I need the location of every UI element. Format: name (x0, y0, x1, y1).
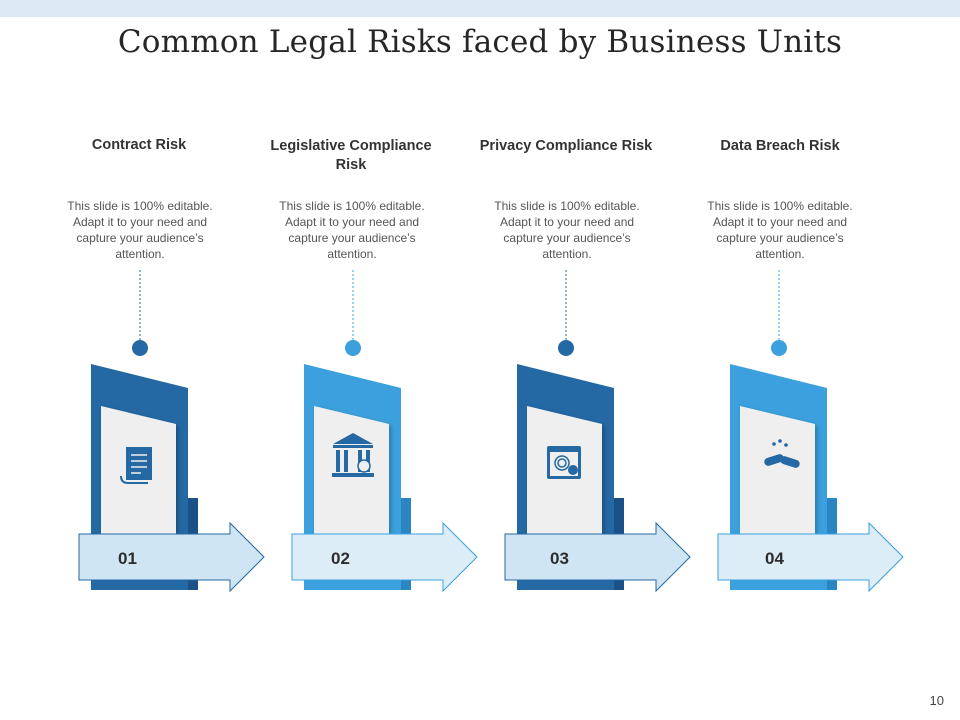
card-4-front-panel (740, 406, 815, 560)
card-4-dot (771, 340, 787, 356)
card-2-title: Legislative Compliance Risk (270, 138, 432, 173)
card-3-arrow (504, 521, 691, 593)
card-4-number: 04 (765, 549, 784, 568)
card-3-description: This slide is 100% editable. Adapt it to… (494, 199, 640, 261)
slide-title: Common Legal Risks faced by Business Uni… (117, 24, 843, 60)
card-2-front-panel (314, 406, 389, 560)
fingerprint-browser-icon (547, 446, 581, 479)
card-2-dot (345, 340, 361, 356)
card-3-number: 03 (550, 549, 569, 568)
card-3-front-panel (527, 406, 602, 560)
broken-link-icon (764, 439, 800, 468)
card-1-arrow (78, 521, 265, 593)
card-4-arrow (717, 521, 904, 593)
card-1-title: Contract Risk (91, 137, 187, 153)
card-2-number: 02 (331, 549, 350, 568)
card-1-description: This slide is 100% editable. Adapt it to… (67, 199, 213, 261)
card-4-title: Data Breach Risk (720, 138, 840, 154)
page-number: 10 (929, 693, 944, 708)
contract-document-icon (120, 447, 152, 484)
card-4-description: This slide is 100% editable. Adapt it to… (707, 199, 853, 261)
card-2-arrow (291, 521, 478, 593)
card-2-description: This slide is 100% editable. Adapt it to… (279, 199, 425, 261)
top-accent-bar (0, 0, 960, 17)
card-1-dot (132, 340, 148, 356)
card-3: 03 (504, 270, 691, 593)
courthouse-scales-icon (332, 433, 374, 477)
card-1-number: 01 (118, 549, 137, 568)
card-4: 04 (717, 270, 904, 593)
card-1: 01 (78, 270, 265, 593)
card-3-dot (558, 340, 574, 356)
card-2: 02 (291, 270, 478, 593)
card-3-title: Privacy Compliance Risk (479, 138, 653, 154)
